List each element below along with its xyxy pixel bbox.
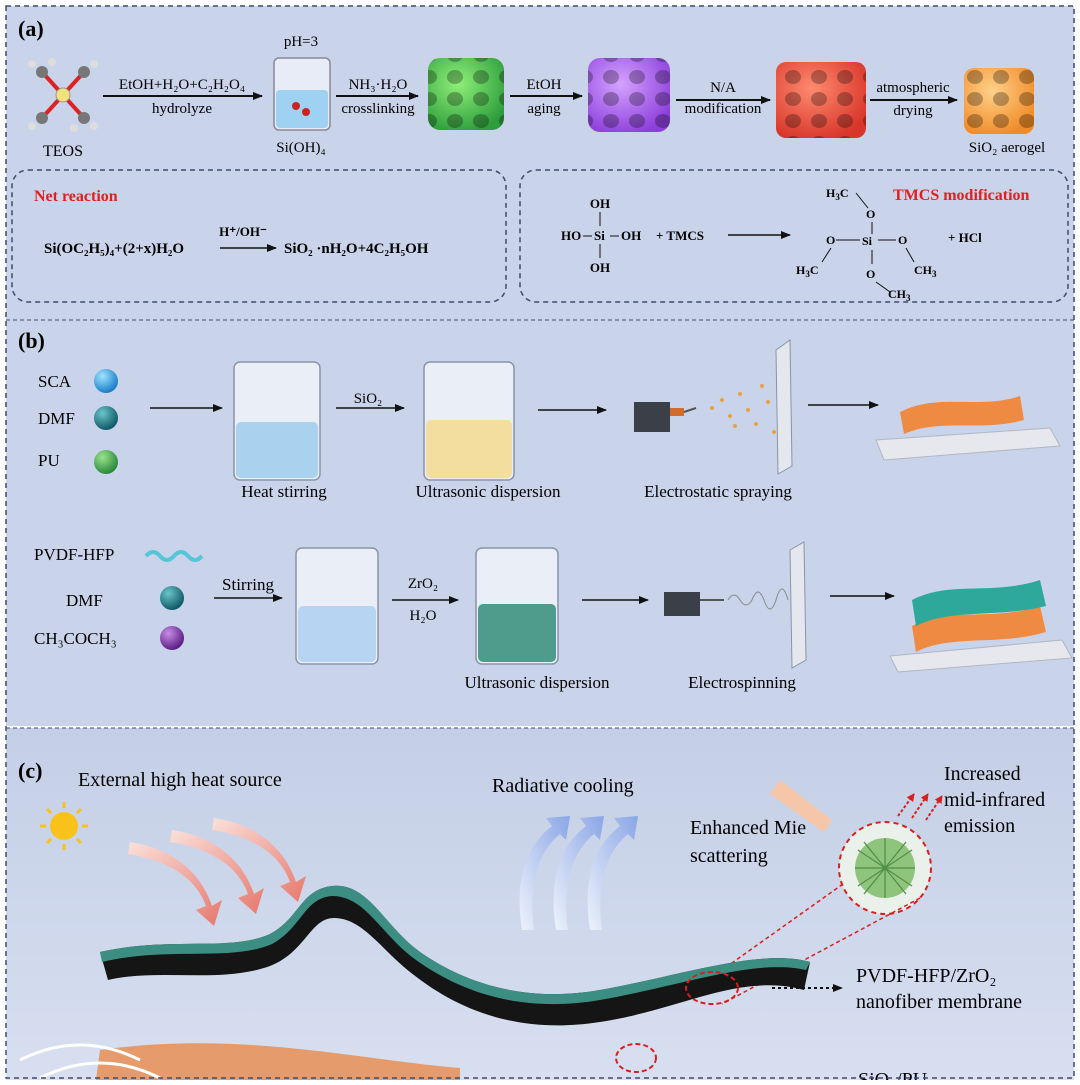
acetone-ball-icon bbox=[160, 626, 184, 650]
tmcs-reagent: + TMCS bbox=[656, 228, 704, 243]
membrane-label-line1: PVDF-HFP/ZrO₂ bbox=[856, 965, 996, 987]
svg-text:HO: HO bbox=[561, 228, 581, 243]
beaker-clear-icon bbox=[233, 361, 321, 481]
step4-reagent: N/A bbox=[710, 80, 736, 96]
zoom-region-marker bbox=[685, 971, 739, 1005]
net-reaction-title: Net reaction bbox=[34, 188, 118, 205]
panel-c-label: (c) bbox=[18, 758, 42, 783]
step-ultrasonic-1: Ultrasonic dispersion bbox=[416, 482, 561, 501]
step-heat-stirring: Heat stirring bbox=[241, 482, 327, 501]
chem-sca: SCA bbox=[38, 372, 72, 391]
radiative-cooling-label: Radiative cooling bbox=[492, 775, 634, 797]
ir-label-line1: Increased bbox=[944, 763, 1021, 785]
panel-a-label: (a) bbox=[18, 16, 44, 41]
svg-text:CH3: CH3 bbox=[914, 263, 937, 279]
orange-aerogel-cube-icon bbox=[964, 68, 1034, 134]
beaker-ph-label: pH=3 bbox=[284, 34, 318, 50]
aerogel-label: SiO₂ aerogel bbox=[969, 140, 1045, 156]
orange-fiber-mat-icon bbox=[875, 396, 1061, 461]
heat-source-label: External high heat source bbox=[78, 769, 282, 791]
step-electrostatic-spraying: Electrostatic spraying bbox=[644, 482, 792, 501]
spray-setup-icon bbox=[634, 339, 793, 475]
dmf-ball-icon bbox=[94, 406, 118, 430]
zoom-region-marker-2 bbox=[615, 1043, 657, 1073]
row2-zro2-label: ZrO₂ bbox=[408, 576, 438, 592]
teos-molecule-icon bbox=[28, 58, 98, 132]
chem-pu: PU bbox=[38, 451, 60, 470]
svg-text:H3C: H3C bbox=[796, 263, 819, 279]
beaker-teal-icon bbox=[475, 547, 559, 665]
svg-text:OH: OH bbox=[590, 260, 610, 275]
tmcs-title: TMCS modification bbox=[893, 187, 1030, 204]
chem-dmf-2: DMF bbox=[66, 591, 103, 610]
teos-label: TEOS bbox=[43, 143, 83, 160]
beaker-icon bbox=[273, 57, 331, 131]
row2-stirring: Stirring bbox=[222, 575, 274, 594]
net-reaction-catalyst: H⁺/OH⁻ bbox=[219, 224, 267, 239]
beaker-blue-icon bbox=[295, 547, 379, 665]
chem-pvdf-hfp: PVDF-HFP bbox=[34, 545, 114, 564]
tmcs-product-structure: H3C O O Si O H3C CH3 O CH3 bbox=[796, 186, 937, 303]
step2-reagent: NH₃·H₂O bbox=[349, 77, 408, 93]
mie-label-line2: scattering bbox=[690, 845, 768, 867]
emission-arrows-icon bbox=[897, 793, 943, 821]
panel-a-background bbox=[6, 6, 1074, 320]
tmcs-byproduct: + HCl bbox=[948, 230, 982, 245]
ir-label-line2: mid-infrared bbox=[944, 789, 1045, 811]
membrane-label-line2: nanofiber membrane bbox=[856, 991, 1022, 1013]
step1-process: hydrolyze bbox=[152, 101, 212, 117]
step5-method: drying bbox=[893, 103, 933, 119]
step4-process: modification bbox=[685, 101, 762, 117]
bilayer-fiber-mat-icon bbox=[889, 580, 1073, 673]
pu-ball-icon bbox=[94, 450, 118, 474]
electrospinning-setup-icon bbox=[664, 541, 807, 669]
svg-text:Si: Si bbox=[594, 228, 605, 243]
svg-text:O: O bbox=[826, 233, 835, 247]
ir-label-line3: emission bbox=[944, 815, 1015, 837]
svg-text:O: O bbox=[866, 207, 875, 221]
row1-sio2-label: SiO₂ bbox=[354, 391, 383, 407]
panel-b-label: (b) bbox=[18, 328, 45, 353]
svg-text:OH: OH bbox=[621, 228, 641, 243]
mie-label-line1: Enhanced Mie bbox=[690, 817, 806, 839]
step-ultrasonic-2: Ultrasonic dispersion bbox=[465, 673, 610, 692]
cooling-arrows-icon bbox=[519, 816, 638, 930]
membrane-ribbon-icon bbox=[19, 885, 810, 1080]
step-electrospinning: Electrospinning bbox=[688, 673, 796, 692]
svg-text:Si: Si bbox=[862, 234, 873, 248]
green-gel-cube-icon bbox=[428, 58, 504, 130]
svg-text:H3C: H3C bbox=[826, 186, 849, 202]
nanofiber-zoom-icon bbox=[838, 821, 932, 915]
svg-text:O: O bbox=[898, 233, 907, 247]
heat-arrows-icon bbox=[128, 818, 306, 926]
svg-text:O: O bbox=[866, 267, 875, 281]
silanol-structure: OH HO Si OH OH bbox=[561, 196, 641, 275]
step1-reagents: EtOH+H₂O+C₂H₂O₄ bbox=[119, 77, 245, 93]
svg-text:OH: OH bbox=[590, 196, 610, 211]
net-reaction-products: SiO₂ ·nH₂O+4C₂H₅OH bbox=[284, 241, 429, 257]
chem-dmf: DMF bbox=[38, 409, 75, 428]
step2-process: crosslinking bbox=[341, 101, 415, 117]
beaker-label: Si(OH)₄ bbox=[276, 140, 325, 156]
dmf-ball-icon-2 bbox=[160, 586, 184, 610]
purple-gel-cube-icon bbox=[588, 58, 670, 132]
svg-text:CH3: CH3 bbox=[888, 287, 911, 303]
red-gel-cube-icon bbox=[776, 62, 866, 138]
sun-icon bbox=[40, 802, 88, 850]
zoom-line-2 bbox=[721, 897, 921, 1005]
step3-reagent: EtOH bbox=[527, 77, 562, 93]
pvdf-chain-icon bbox=[144, 550, 204, 562]
net-reaction-reactants: Si(OC₂H₅)₄+(2+x)H₂O bbox=[44, 241, 184, 257]
incident-light-arrow-icon bbox=[770, 780, 832, 832]
figure-frame bbox=[5, 5, 1075, 1079]
row2-h2o-label: H₂O bbox=[410, 608, 437, 624]
step3-process: aging bbox=[527, 101, 561, 117]
step5-process: atmospheric bbox=[876, 80, 950, 96]
beaker-yellow-icon bbox=[423, 361, 515, 481]
chem-acetone: CH₃COCH₃ bbox=[34, 629, 117, 648]
sca-ball-icon bbox=[94, 369, 118, 393]
